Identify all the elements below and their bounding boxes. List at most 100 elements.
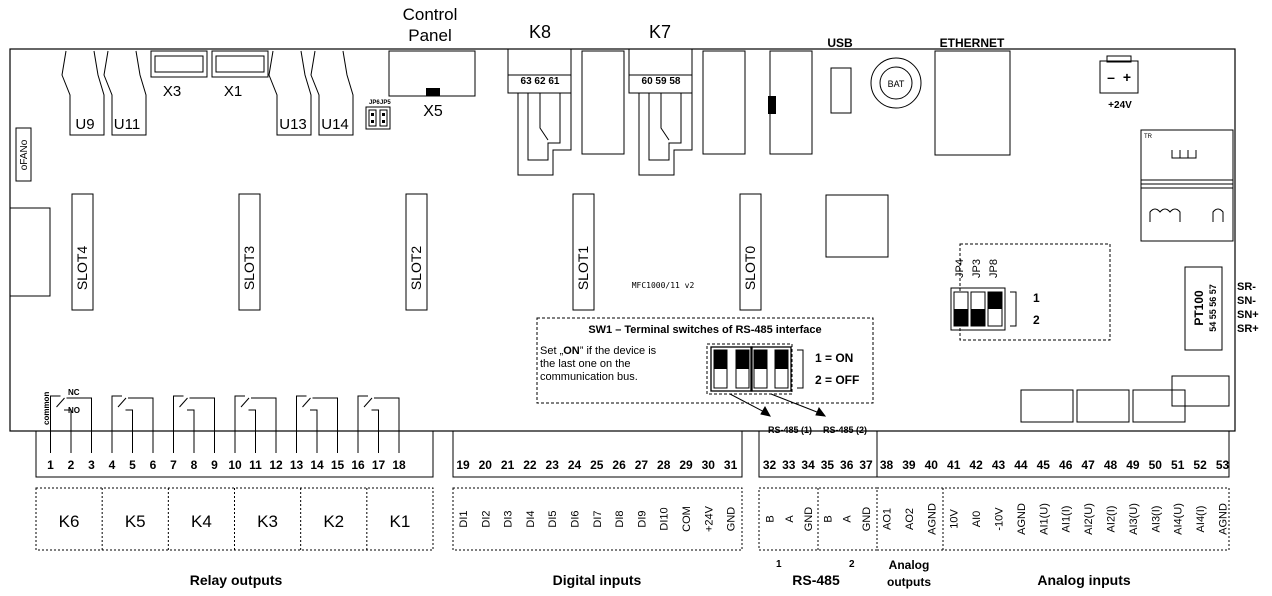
terminal-50: 50 <box>1149 458 1163 472</box>
signal-analog_signals-4: AI0 <box>971 511 983 528</box>
x5-label: X5 <box>423 103 443 120</box>
pt100-pins: 54 55 56 57 <box>1208 284 1218 332</box>
terminal-40: 40 <box>925 458 939 472</box>
terminal-29: 29 <box>679 458 693 472</box>
terminal-19: 19 <box>456 458 470 472</box>
relay-contact-1 <box>50 395 92 453</box>
pt100-title: PT100 <box>1192 290 1206 326</box>
rs485-1-label: RS-485 (1) <box>768 425 812 435</box>
terminal-39: 39 <box>902 458 916 472</box>
sw1-title: SW1 – Terminal switches of RS-485 interf… <box>588 324 821 336</box>
signal-rs485_signals-5: GND <box>861 507 873 532</box>
signal-digital_signals-7: DI8 <box>614 510 626 527</box>
sw1-box <box>536 317 874 404</box>
terminal-37: 37 <box>859 458 873 472</box>
sw1-text-pre: Set „ <box>540 345 564 357</box>
terminal-46: 46 <box>1059 458 1073 472</box>
relay-k7 <box>628 48 693 176</box>
terminal-28: 28 <box>657 458 671 472</box>
terminal-2: 2 <box>68 458 75 472</box>
terminal-44: 44 <box>1014 458 1028 472</box>
k8-pins: 63 62 61 <box>521 76 560 87</box>
signal-analog_signals-10: AI2(I) <box>1106 506 1118 533</box>
signal-digital_signals-1: DI2 <box>480 510 492 527</box>
terminal-24: 24 <box>568 458 582 472</box>
relay-terminal-block <box>35 430 434 478</box>
terminal-3: 3 <box>88 458 95 472</box>
relay-k8 <box>507 48 572 176</box>
slot0-label: SLOT0 <box>742 246 758 291</box>
terminal-52: 52 <box>1193 458 1207 472</box>
power-connector-tab <box>1106 55 1132 63</box>
signal-digital_signals-4: DI5 <box>547 510 559 527</box>
analog-outputs-title-2: outputs <box>887 575 931 589</box>
relay-contact-symbols <box>50 395 400 453</box>
x5-key <box>426 88 440 96</box>
cpu-chip <box>825 194 889 258</box>
common-label: common <box>42 392 51 425</box>
terminal-23: 23 <box>546 458 560 472</box>
ethernet-port <box>934 50 1011 156</box>
terminal-35: 35 <box>821 458 835 472</box>
jp5-label: JP5 <box>380 100 391 106</box>
slot2-label: SLOT2 <box>408 246 424 291</box>
tr-label: TR <box>1144 134 1153 140</box>
connector-x3 <box>150 50 208 78</box>
terminal-16: 16 <box>351 458 365 472</box>
control-panel-label-2: Panel <box>408 26 451 45</box>
connector-x1 <box>211 50 269 78</box>
sw1-arrows <box>729 393 827 417</box>
terminal-26: 26 <box>612 458 626 472</box>
sw1-text-line3: communication bus. <box>540 371 638 383</box>
terminal-41: 41 <box>947 458 961 472</box>
sw1-switches <box>706 343 804 395</box>
relay-k7-body <box>702 50 746 155</box>
terminal-32: 32 <box>763 458 777 472</box>
relay-contact-3 <box>173 395 215 453</box>
board-outline <box>9 48 1236 432</box>
signal-digital_signals-0: DI1 <box>458 510 470 527</box>
analog-outputs-title-1: Analog <box>889 558 930 572</box>
signal-analog_signals-5: -10V <box>994 507 1006 531</box>
signal-digital_signals-6: DI7 <box>592 510 604 527</box>
battery-cell <box>879 66 913 100</box>
slot1-label: SLOT1 <box>575 246 591 291</box>
power-24v-label: +24V <box>1108 100 1132 111</box>
signal-analog_signals-14: AI4(I) <box>1195 506 1207 533</box>
terminal-12: 12 <box>269 458 283 472</box>
relay-contact-2 <box>111 395 154 453</box>
signal-analog_signals-3: 10V <box>949 509 961 529</box>
relay-group-k4: K4 <box>191 512 212 531</box>
terminal-15: 15 <box>331 458 345 472</box>
power-minus: – <box>1107 69 1115 85</box>
signal-analog_signals-12: AI3(I) <box>1150 506 1162 533</box>
relay-contact-4 <box>234 395 277 453</box>
terminal-27: 27 <box>635 458 649 472</box>
terminal-9: 9 <box>211 458 218 472</box>
terminal-blocks <box>35 430 1230 478</box>
digital-inputs-title: Digital inputs <box>553 572 642 588</box>
jp4-label: JP4 <box>954 259 966 278</box>
terminal-43: 43 <box>992 458 1006 472</box>
signal-rs485_signals-3: B <box>822 515 834 522</box>
terminal-34: 34 <box>801 458 815 472</box>
pt100-sr-plus: SR+ <box>1237 323 1259 335</box>
signal-analog_signals-13: AI4(U) <box>1173 503 1185 535</box>
ethernet-label: ETHERNET <box>940 36 1005 50</box>
usb-port <box>830 67 852 114</box>
terminal-14: 14 <box>310 458 324 472</box>
signal-analog_signals-1: AO2 <box>904 508 916 530</box>
terminal-45: 45 <box>1037 458 1051 472</box>
terminal-8: 8 <box>191 458 198 472</box>
battery-holder <box>870 57 922 109</box>
usb-label: USB <box>827 36 853 50</box>
component-2 <box>1020 389 1074 423</box>
sw1-off-label: 2 = OFF <box>815 373 859 387</box>
terminal-17: 17 <box>372 458 386 472</box>
no-label: NO <box>68 406 80 415</box>
signal-analog_signals-15: AGND <box>1218 503 1230 535</box>
signal-digital_signals-9: DI10 <box>659 507 671 530</box>
